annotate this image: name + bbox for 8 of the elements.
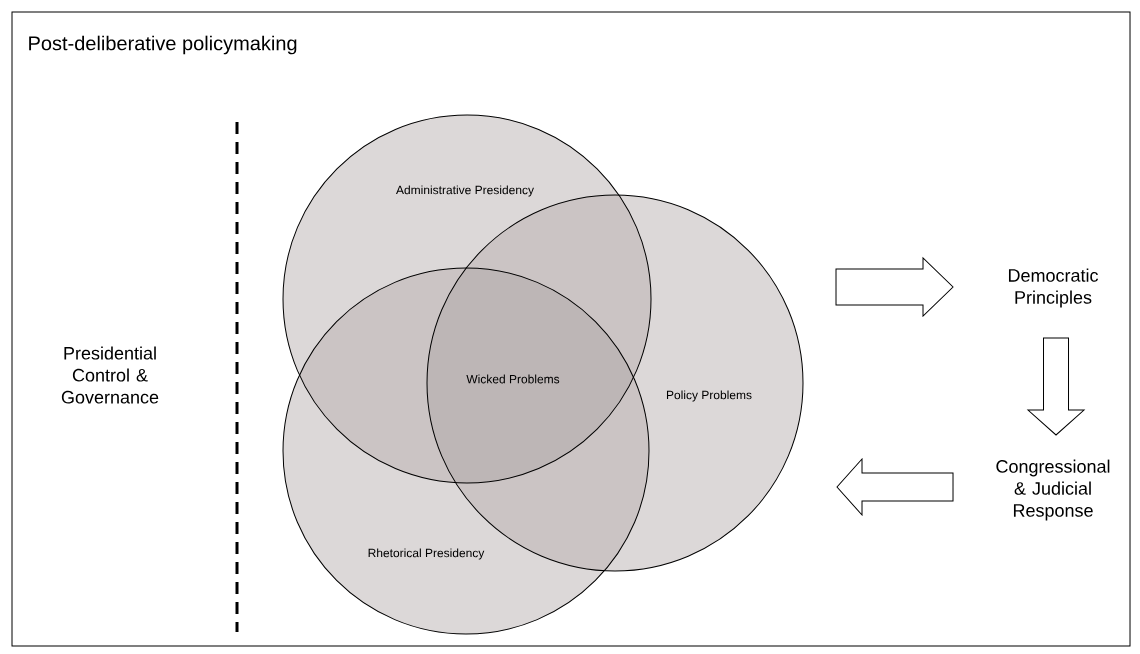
text-label: Presidential Control & Governance	[61, 346, 159, 404]
region-label: Wicked Problems	[466, 374, 560, 384]
block-arrow	[836, 458, 954, 516]
text-label: Democratic Principles	[1009, 268, 1099, 308]
title: Post-deliberative policymaking	[29, 35, 297, 55]
text-label: Congressional & Judicial Response	[996, 459, 1110, 521]
block-arrow	[835, 257, 954, 317]
block-arrow	[1027, 337, 1085, 436]
